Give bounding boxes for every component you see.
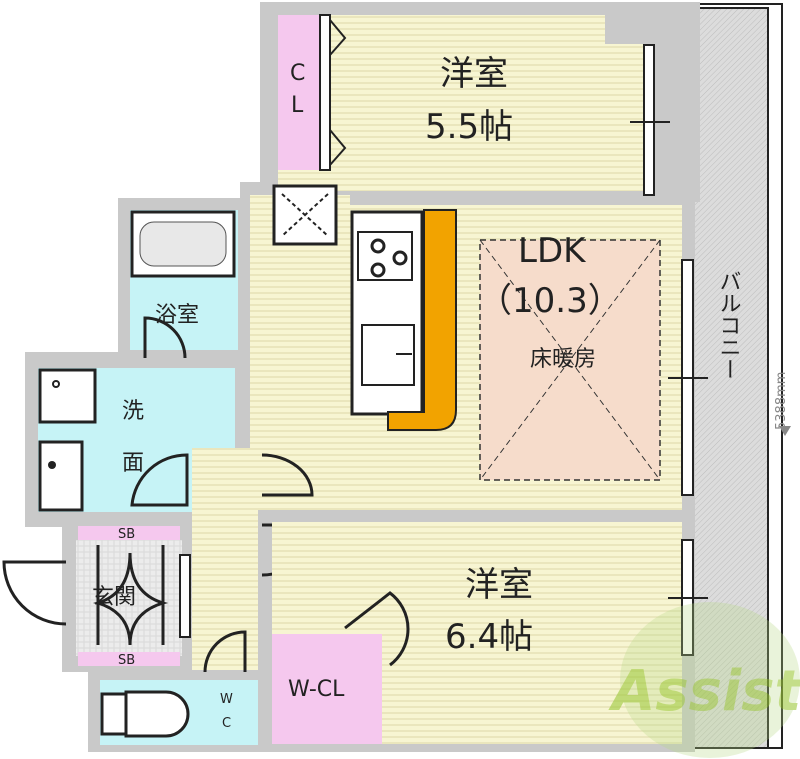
front-door[interactable] xyxy=(2,560,67,626)
floor-heating-area xyxy=(479,239,661,481)
ldk: LDK （10.3） 床暖房 xyxy=(250,184,708,510)
bath-name: 浴室 xyxy=(155,303,199,328)
assist-logo: Assist xyxy=(608,602,800,758)
bedroom-south-name: 洋室 xyxy=(465,565,533,605)
washing-machine-icon xyxy=(38,368,97,424)
logo-text: Assist xyxy=(608,659,800,724)
wc-door[interactable] xyxy=(203,630,247,673)
bath-door[interactable] xyxy=(143,316,187,359)
sink-icon xyxy=(361,324,415,386)
entrance: SB SB 玄関 xyxy=(2,526,191,668)
shoe-box-top xyxy=(78,526,180,540)
toilet-icon xyxy=(100,690,190,738)
shoe-box-bottom xyxy=(78,652,180,666)
bathroom: 浴室 xyxy=(130,210,238,359)
hallway xyxy=(192,448,319,670)
ldk-size: （10.3） xyxy=(478,281,622,321)
structural-column xyxy=(605,2,700,44)
walk-in-closet-door[interactable] xyxy=(344,591,410,667)
washroom-name-2: 面 xyxy=(122,451,144,476)
bedroom-south-size: 6.4帖 xyxy=(445,617,533,657)
shoe-box-bottom-label: SB xyxy=(118,653,135,668)
dimension-arrow-icon xyxy=(779,426,791,436)
ldk-door[interactable] xyxy=(261,453,314,497)
wc-label-c: C xyxy=(222,716,231,731)
bedroom-north-name: 洋室 xyxy=(440,54,508,94)
kitchen-peninsula xyxy=(387,209,457,431)
walk-in-closet: W-CL xyxy=(272,591,410,744)
walk-in-closet-name: W-CL xyxy=(288,677,345,702)
closet-north[interactable]: C L xyxy=(278,14,347,171)
dimension-5388: 5388mm xyxy=(774,372,791,436)
floor-heating-label: 床暖房 xyxy=(530,347,596,372)
wash-basin-icon xyxy=(38,440,84,512)
shoe-box-top-label: SB xyxy=(118,527,135,542)
dimension-label: 5388mm xyxy=(774,372,789,430)
stove-icon xyxy=(357,231,413,281)
toilet-room: W C xyxy=(100,630,258,745)
bedroom-north: 洋室 5.5帖 xyxy=(278,2,700,196)
ldk-name: LDK xyxy=(518,231,587,271)
washroom-door[interactable] xyxy=(130,453,189,507)
closet-label-l: L xyxy=(291,93,304,118)
wc-label-w: W xyxy=(220,692,233,707)
bedroom-north-size: 5.5帖 xyxy=(425,107,513,147)
ventilation-fan-icon xyxy=(272,184,338,246)
kitchen xyxy=(350,209,457,431)
entrance-name: 玄関 xyxy=(92,585,136,610)
balcony-label: バルコニー xyxy=(716,270,741,380)
washroom-name-1: 洗 xyxy=(122,399,144,424)
window-north-bedroom[interactable] xyxy=(643,44,655,196)
closet-label-c: C xyxy=(290,61,305,86)
